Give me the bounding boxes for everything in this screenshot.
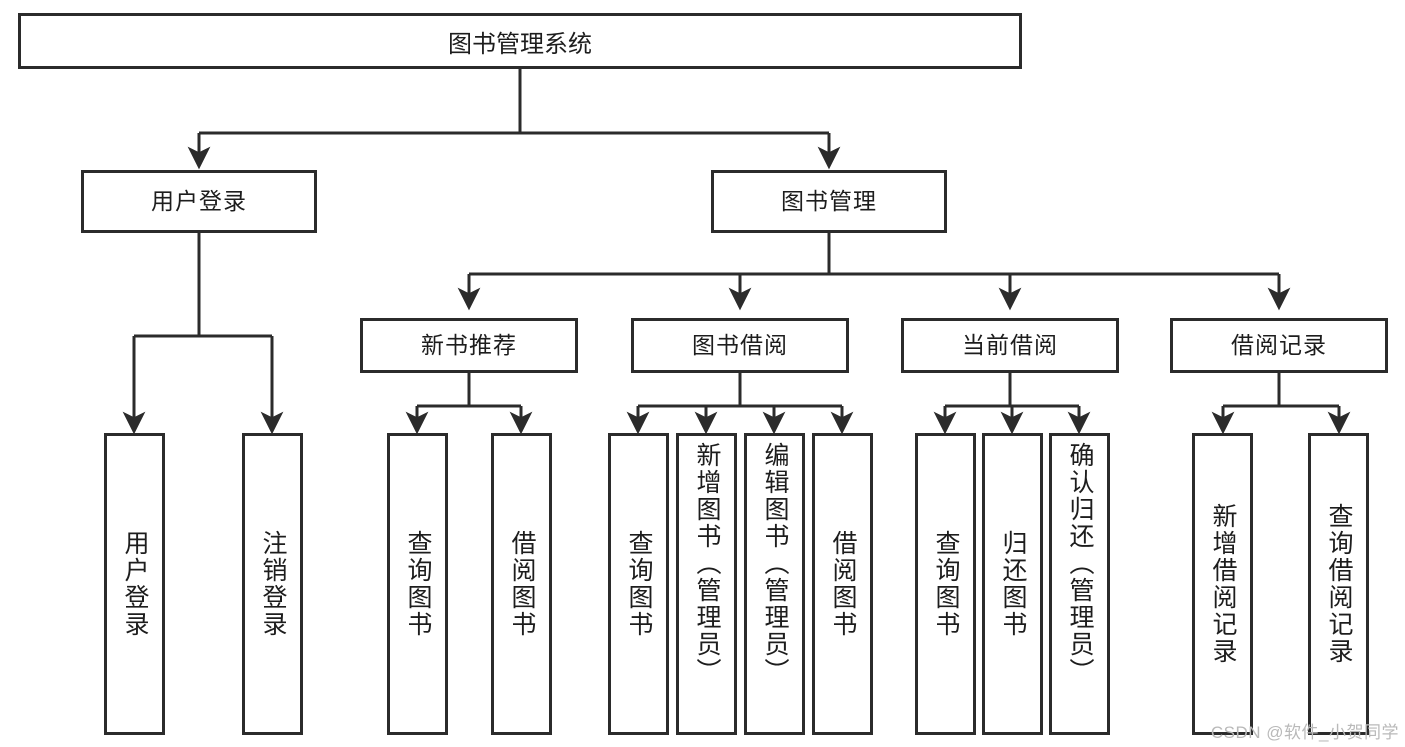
leaf-label: 查询借阅记录 xyxy=(1325,503,1353,665)
leaf-label: 借阅图书 xyxy=(829,530,857,638)
leaf-book-borrow-borrow[interactable]: 借阅图书 xyxy=(812,433,873,735)
leaf-new-book-borrow[interactable]: 借阅图书 xyxy=(491,433,552,735)
node-user-login[interactable]: 用户登录 xyxy=(81,170,317,233)
leaf-label: 确认归还（管理员） xyxy=(1066,442,1094,685)
node-label: 新书推荐 xyxy=(421,331,517,358)
node-current-borrow[interactable]: 当前借阅 xyxy=(901,318,1119,373)
leaf-label: 查询图书 xyxy=(932,530,960,638)
node-book-borrow[interactable]: 图书借阅 xyxy=(631,318,849,373)
leaf-user-login-logout[interactable]: 注销登录 xyxy=(242,433,303,735)
leaf-label: 归还图书 xyxy=(999,530,1027,638)
node-label: 图书管理 xyxy=(781,187,877,214)
node-label: 用户登录 xyxy=(151,187,247,214)
leaf-label: 新增图书（管理员） xyxy=(693,442,721,685)
leaf-book-borrow-add[interactable]: 新增图书（管理员） xyxy=(676,433,737,735)
node-label: 图书管理系统 xyxy=(448,30,592,58)
node-book-management[interactable]: 图书管理 xyxy=(711,170,947,233)
node-borrow-record[interactable]: 借阅记录 xyxy=(1170,318,1388,373)
leaf-current-borrow-query[interactable]: 查询图书 xyxy=(915,433,976,735)
leaf-book-borrow-query[interactable]: 查询图书 xyxy=(608,433,669,735)
node-label: 借阅记录 xyxy=(1231,331,1327,358)
leaf-new-book-query[interactable]: 查询图书 xyxy=(387,433,448,735)
leaf-label: 查询图书 xyxy=(404,530,432,638)
leaf-label: 注销登录 xyxy=(259,530,287,638)
leaf-book-borrow-edit[interactable]: 编辑图书（管理员） xyxy=(744,433,805,735)
leaf-user-login-login[interactable]: 用户登录 xyxy=(104,433,165,735)
leaf-label: 编辑图书（管理员） xyxy=(761,442,789,685)
leaf-label: 借阅图书 xyxy=(508,530,536,638)
leaf-current-borrow-confirm[interactable]: 确认归还（管理员） xyxy=(1049,433,1110,735)
leaf-label: 用户登录 xyxy=(121,530,149,638)
node-root-system[interactable]: 图书管理系统 xyxy=(18,13,1022,69)
leaf-borrow-record-query[interactable]: 查询借阅记录 xyxy=(1308,433,1369,735)
node-new-book-recommend[interactable]: 新书推荐 xyxy=(360,318,578,373)
leaf-current-borrow-return[interactable]: 归还图书 xyxy=(982,433,1043,735)
watermark-text: CSDN @软件_小贺同学 xyxy=(1210,723,1399,742)
node-label: 图书借阅 xyxy=(692,331,788,358)
leaf-label: 新增借阅记录 xyxy=(1209,503,1237,665)
node-label: 当前借阅 xyxy=(962,331,1058,358)
leaf-borrow-record-add[interactable]: 新增借阅记录 xyxy=(1192,433,1253,735)
leaf-label: 查询图书 xyxy=(625,530,653,638)
